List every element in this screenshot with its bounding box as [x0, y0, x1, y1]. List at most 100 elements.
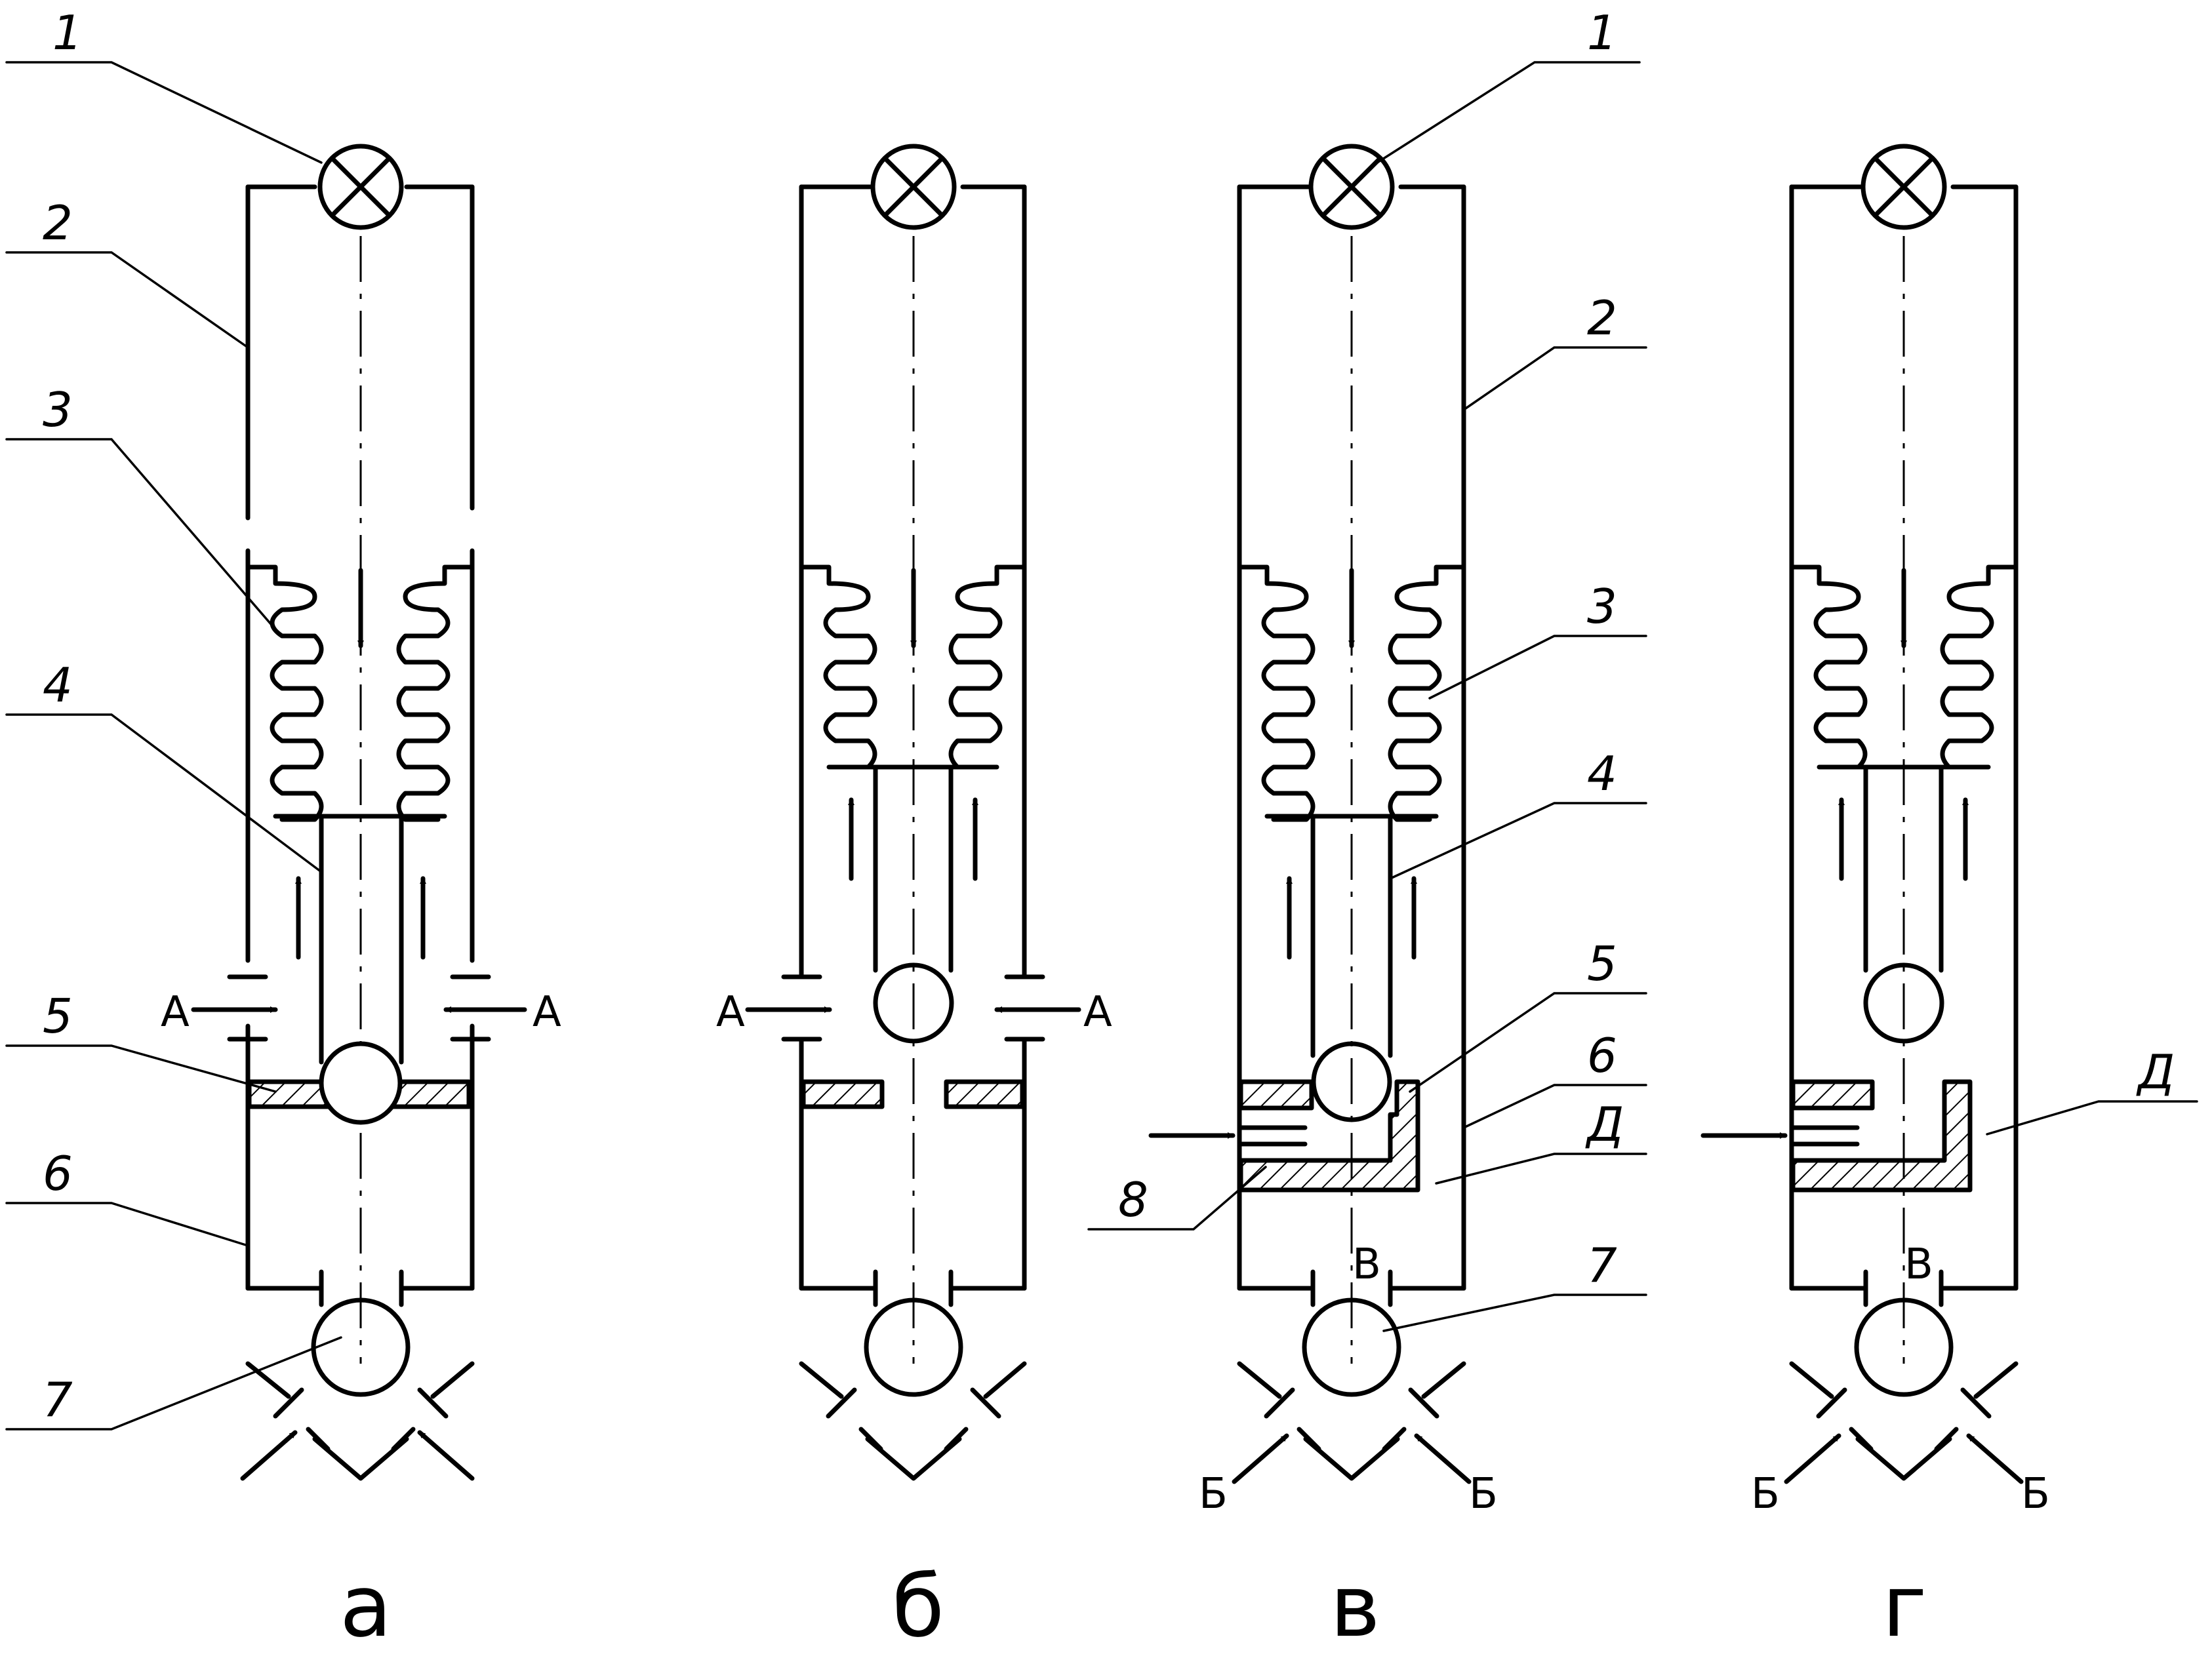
- valve-seat-right: [944, 1079, 1025, 1109]
- callout-3-a: 3: [43, 382, 73, 437]
- lamp-cross: [1873, 156, 1935, 218]
- bellows-left: [1789, 564, 1868, 770]
- lower-cone: [1237, 1361, 1466, 1399]
- bellows-right: [1388, 564, 1466, 822]
- leader-d: [1986, 1100, 2198, 1136]
- middle-walls: [245, 548, 475, 963]
- callout-4-v: 4: [1587, 746, 1617, 801]
- leader-1: [5, 61, 323, 164]
- callout-3-v: 3: [1587, 579, 1617, 634]
- leader-5: [1409, 992, 1647, 1093]
- leader-3: [5, 438, 277, 631]
- upper-walls: [799, 184, 1027, 979]
- leader-4: [5, 713, 323, 873]
- inlet-arrow-right: [1414, 1433, 1472, 1484]
- stem: [1863, 764, 1944, 973]
- label-b-left: Б: [1751, 1470, 1780, 1518]
- callout-d-v: Д: [1585, 1097, 1624, 1152]
- lower-plate-lips: [873, 1269, 954, 1307]
- bellows-left: [1237, 564, 1316, 822]
- valve-seat-upper: [1790, 1079, 1875, 1111]
- panel-v: 1 2 3 4 5 6 Д 8 7 В Б Б в: [1087, 5, 1647, 1656]
- leader-4: [1389, 802, 1647, 880]
- callout-d-g: Д: [2136, 1044, 2175, 1099]
- callout-4-a: 4: [43, 658, 73, 713]
- lamp-cross: [883, 156, 944, 218]
- lower-cone: [799, 1361, 1027, 1399]
- bellows-right: [948, 564, 1027, 770]
- nozzle-tip: [1297, 1427, 1407, 1481]
- nozzle-lips: [826, 1387, 1001, 1419]
- lamp-icon: [1860, 144, 1947, 230]
- callout-8-v: 8: [1118, 1172, 1148, 1227]
- lower-walls: [1789, 1197, 2019, 1291]
- nozzle-lips: [273, 1387, 449, 1419]
- leader-6: [1462, 1084, 1647, 1129]
- panel-caption-g: г: [1882, 1556, 1927, 1656]
- lamp-icon: [1308, 144, 1395, 230]
- callout-5-v: 5: [1587, 936, 1617, 991]
- side-channel: [1238, 1125, 1308, 1147]
- side-channel: [1790, 1125, 1860, 1147]
- nozzle-tip: [1849, 1427, 1959, 1481]
- stem: [873, 764, 954, 973]
- ball-valve: [1311, 1041, 1392, 1122]
- lower-plate-lips: [1863, 1269, 1944, 1307]
- leader-3: [1428, 635, 1647, 700]
- stem: [1310, 814, 1393, 1058]
- panel-g: Д В Б Б г: [1700, 144, 2198, 1656]
- leader-8: [1087, 1166, 1267, 1231]
- bellows-right: [396, 564, 475, 822]
- panel-caption-a: а: [340, 1556, 392, 1656]
- sensor-circle: [864, 1297, 963, 1397]
- callout-2-v: 2: [1587, 290, 1617, 346]
- callout-6-a: 6: [43, 1146, 73, 1201]
- lamp-cross: [1321, 156, 1382, 218]
- label-v: В: [1904, 1240, 1933, 1289]
- nozzle-lips: [1264, 1387, 1439, 1419]
- inlet-arrow-left: [1232, 1433, 1289, 1484]
- inlet-arrow-left: [240, 1430, 298, 1481]
- label-a-right: А: [533, 988, 561, 1037]
- leader-7: [5, 1336, 342, 1431]
- callout-1-a: 1: [52, 5, 83, 60]
- valve-seat-left: [801, 1079, 885, 1109]
- valve-seat-upper: [1238, 1079, 1314, 1111]
- inlet-arrow-left: [1784, 1433, 1841, 1484]
- lower-cone: [1789, 1361, 2019, 1399]
- nozzle-tip: [858, 1427, 969, 1481]
- bellows-left: [799, 564, 877, 770]
- sensor-circle: [1302, 1297, 1401, 1397]
- panel-caption-b: б: [892, 1556, 944, 1656]
- callout-2-a: 2: [43, 195, 73, 250]
- leader-1: [1376, 61, 1641, 164]
- callout-7-v: 7: [1587, 1238, 1617, 1293]
- label-v: В: [1352, 1240, 1381, 1289]
- port-lips: [227, 974, 491, 1042]
- ball-valve: [873, 962, 954, 1044]
- leader-6: [5, 1202, 249, 1247]
- lamp-icon: [870, 144, 957, 230]
- ball-valve: [319, 1041, 403, 1125]
- lower-plate-lips: [319, 1269, 404, 1307]
- label-b-left: Б: [1199, 1470, 1228, 1518]
- lower-cone: [245, 1361, 475, 1399]
- label-b-right: Б: [2021, 1470, 2050, 1518]
- leader-d: [1435, 1153, 1647, 1185]
- upper-walls: [1237, 184, 1466, 1202]
- lamp-cross: [330, 156, 392, 218]
- leader-7: [1382, 1294, 1647, 1332]
- label-b-right: Б: [1469, 1470, 1498, 1518]
- valve-seat-l-body: [1790, 1079, 1973, 1193]
- label-a-right: А: [1083, 988, 1112, 1037]
- leader-2: [5, 251, 249, 349]
- label-a-left: А: [716, 988, 745, 1037]
- nozzle-tip: [306, 1427, 416, 1481]
- nozzle-lips: [1816, 1387, 1992, 1419]
- callout-7-a: 7: [43, 1372, 73, 1427]
- panel-b: А А б: [716, 144, 1112, 1656]
- leader-2: [1462, 346, 1647, 411]
- upper-walls: [1789, 184, 2019, 1202]
- port-lips: [781, 974, 1045, 1042]
